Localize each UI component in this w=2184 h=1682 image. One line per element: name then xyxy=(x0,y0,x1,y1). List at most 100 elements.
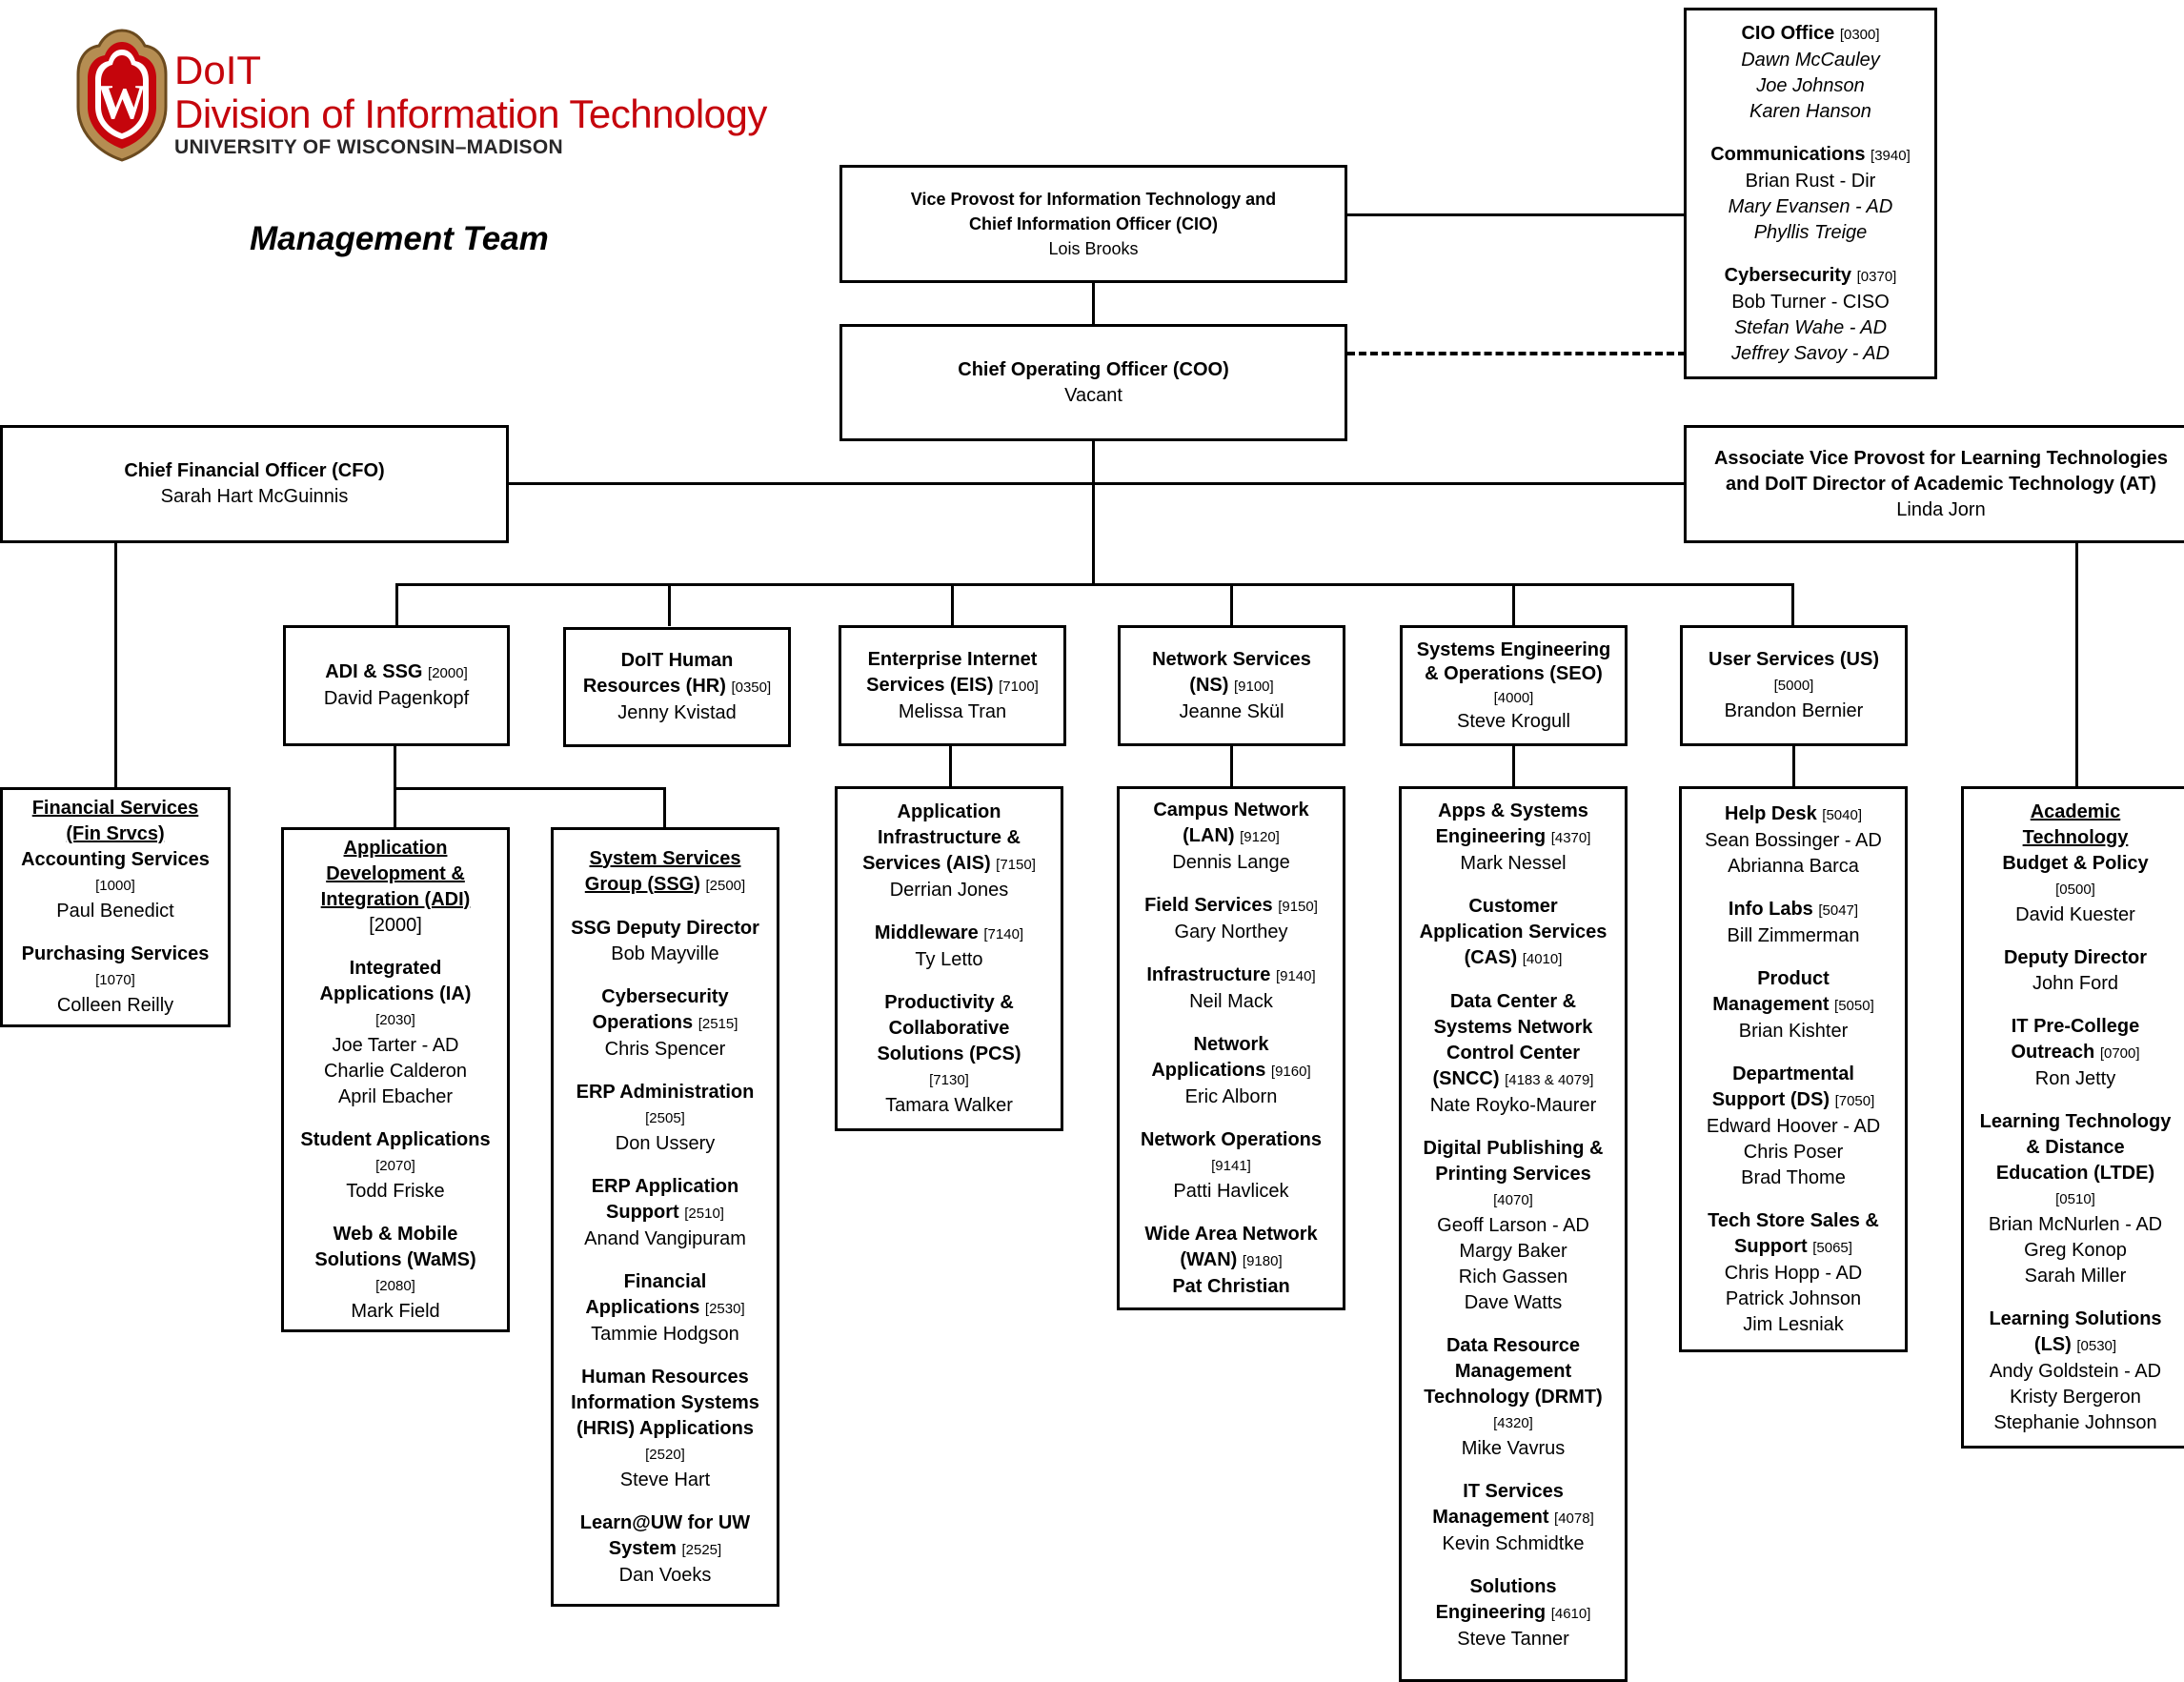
unit-code: [1070] xyxy=(95,972,135,988)
cfo-person: Sarah Hart McGuinnis xyxy=(160,486,349,507)
person-name: Chris Spencer xyxy=(604,1038,726,1060)
unit-title: Infrastructure & xyxy=(877,826,1021,848)
person-name: Nate Royko-Maurer xyxy=(1429,1095,1597,1116)
unit-title: (CAS) xyxy=(1464,947,1518,968)
person-name: Mike Vavrus xyxy=(1461,1438,1566,1459)
unit-title: Info Labs xyxy=(1728,898,1813,920)
person-name: Steve Hart xyxy=(619,1469,711,1490)
person-name: Karen Hanson xyxy=(1749,100,1871,122)
cio-office-box: CIO Office [0300] Dawn McCauley Joe John… xyxy=(1684,8,1937,379)
unit-title: Outreach xyxy=(2011,1041,2095,1063)
unit-code: [4010] xyxy=(1522,951,1563,967)
unit-title: Collaborative xyxy=(888,1017,1010,1039)
unit-code: [4610] xyxy=(1550,1606,1591,1622)
person-name: Geoff Larson - AD xyxy=(1437,1215,1589,1236)
person-name: Joe Tarter - AD xyxy=(332,1034,459,1056)
unit-title: Applications xyxy=(1151,1059,1266,1081)
unit-title: Field Services xyxy=(1144,894,1273,916)
unit-title: Support xyxy=(1734,1235,1808,1257)
unit-code: [9141] xyxy=(1211,1157,1251,1174)
coo-person: Vacant xyxy=(1064,384,1122,406)
unit-title: Applications xyxy=(585,1296,700,1318)
person-name: Bob Mayville xyxy=(611,942,719,964)
unit-code: [9140] xyxy=(1275,967,1316,984)
person-name: Tammie Hodgson xyxy=(591,1323,739,1345)
unit-title: & Distance xyxy=(2026,1136,2125,1158)
unit-title: Purchasing Services xyxy=(21,943,210,964)
crest-letter: W xyxy=(97,75,147,130)
unit-code: [2520] xyxy=(645,1446,685,1463)
unit-title: Information Systems xyxy=(571,1391,759,1413)
person-name: Patrick Johnson xyxy=(1725,1287,1862,1309)
person-name: Derrian Jones xyxy=(889,879,1009,901)
person-name: Mark Nessel xyxy=(1460,853,1567,874)
unit-code: [2070] xyxy=(375,1157,415,1174)
unit-code: [4078] xyxy=(1554,1510,1594,1527)
unit-code: [5065] xyxy=(1812,1239,1852,1256)
unit-hr: DoIT Human Resources (HR) [0350] Jenny K… xyxy=(563,627,791,747)
unit-title: Product xyxy=(1757,967,1830,989)
person-name: Jeffrey Savoy - AD xyxy=(1731,342,1890,364)
section-heading: Application xyxy=(343,837,448,859)
unit-title: Engineering xyxy=(1435,826,1547,847)
person-name: Todd Friske xyxy=(346,1180,445,1202)
unit-adi-ssg: ADI & SSG [2000] David Pagenkopf xyxy=(283,625,510,746)
unit-code: [2525] xyxy=(681,1541,722,1558)
unit-title: System xyxy=(608,1537,677,1559)
person-name: Jim Lesniak xyxy=(1743,1313,1844,1335)
person-name: Gary Northey xyxy=(1174,921,1288,942)
unit-title: Services (AIS) xyxy=(862,852,991,874)
unit-title: Data Resource xyxy=(1446,1335,1581,1356)
unit-title: DoIT Human xyxy=(620,650,734,671)
unit-code: [2530] xyxy=(704,1300,745,1317)
person-name: Charlie Calderon xyxy=(323,1060,468,1082)
unit-title: Cybersecurity xyxy=(601,985,729,1007)
person-name: Tamara Walker xyxy=(885,1094,1013,1116)
unit-title: (LS) xyxy=(2033,1333,2072,1355)
unit-title: IT Pre-College xyxy=(2011,1015,2140,1037)
unit-code: [9160] xyxy=(1270,1063,1311,1080)
unit-title: IT Services xyxy=(1463,1481,1564,1502)
unit-title: Financial xyxy=(623,1270,707,1292)
unit-title: Infrastructure xyxy=(1146,963,1271,985)
section-heading: Financial Services xyxy=(31,798,199,819)
unit-code: [2030] xyxy=(375,1011,415,1028)
unit-code: [4000] xyxy=(1493,689,1534,706)
unit-title: Management xyxy=(1712,993,1830,1015)
ns-sub-box: Campus Network (LAN) [9120] Dennis Lange… xyxy=(1117,786,1345,1310)
unit-title: Operations xyxy=(592,1011,694,1033)
avp-box: Associate Vice Provost for Learning Tech… xyxy=(1684,425,2184,543)
seo-sub-box: Apps & Systems Engineering [4370] Mark N… xyxy=(1399,786,1628,1682)
person-name: Joe Johnson xyxy=(1756,74,1865,96)
person-name: Kevin Schmidtke xyxy=(1442,1533,1585,1554)
unit-ns: Network Services (NS) [9100] Jeanne Skül xyxy=(1118,625,1345,746)
unit-code: [2000] xyxy=(428,665,468,681)
unit-title: Systems Engineering xyxy=(1416,638,1611,660)
cybersecurity-title: Cybersecurity xyxy=(1724,264,1852,286)
unit-title: Control Center xyxy=(1446,1043,1580,1064)
avp-person: Linda Jorn xyxy=(1896,498,1986,520)
cfo-box: Chief Financial Officer (CFO) Sarah Hart… xyxy=(0,425,509,543)
unit-code: [9120] xyxy=(1240,828,1280,845)
unit-title: Resources (HR) xyxy=(582,676,726,697)
unit-title: (WAN) xyxy=(1180,1248,1238,1270)
unit-title: Learning Solutions xyxy=(1989,1307,2162,1329)
unit-title: Network Services xyxy=(1152,648,1311,670)
unit-code: [4370] xyxy=(1550,830,1591,846)
unit-title: Printing Services xyxy=(1435,1164,1591,1185)
person-name: Sarah Miller xyxy=(2024,1265,2127,1287)
unit-title: ERP Application xyxy=(591,1175,739,1197)
unit-code: [7050] xyxy=(1834,1092,1875,1109)
unit-title: Enterprise Internet xyxy=(867,648,1038,670)
eis-sub-box: Application Infrastructure & Services (A… xyxy=(835,786,1063,1131)
person-name: Brian Kishter xyxy=(1738,1020,1849,1042)
section-heading: Group (SSG) xyxy=(584,873,700,895)
person-name: Steve Tanner xyxy=(1457,1629,1569,1650)
unit-title: Budget & Policy xyxy=(2002,852,2149,874)
unit-code: [5040] xyxy=(1822,806,1862,823)
unit-title: Departmental xyxy=(1732,1063,1854,1084)
unit-code: [1000] xyxy=(95,878,135,894)
coo-box: Chief Operating Officer (COO) Vacant xyxy=(839,324,1347,441)
coo-title: Chief Operating Officer (COO) xyxy=(958,358,1229,380)
unit-code: [5000] xyxy=(1773,678,1814,694)
